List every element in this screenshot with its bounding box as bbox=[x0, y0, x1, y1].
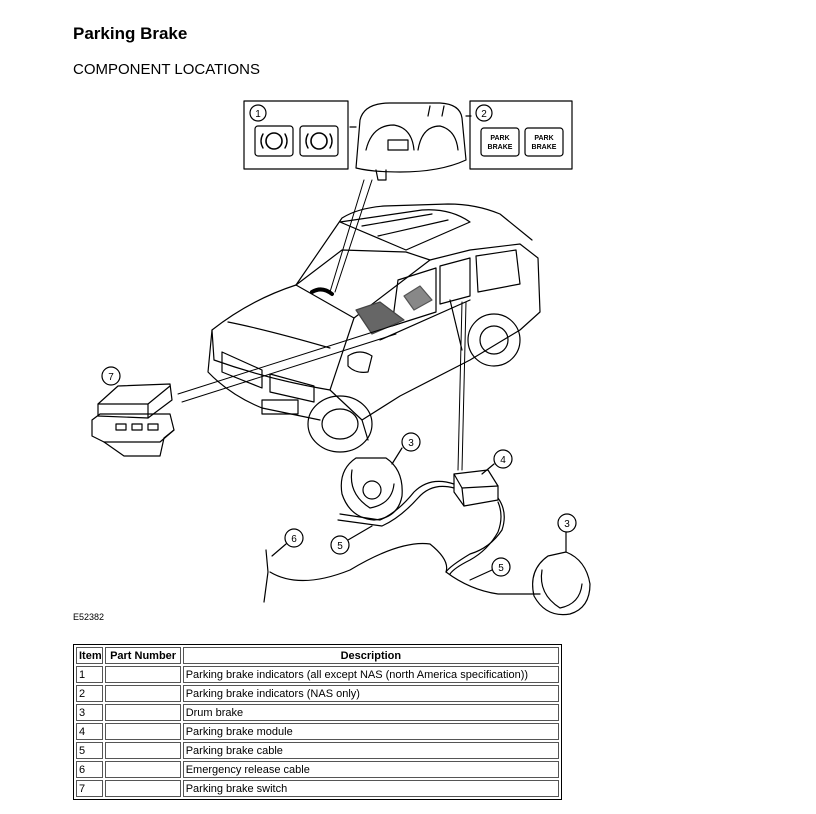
cell-description: Emergency release cable bbox=[182, 761, 559, 778]
drum-brake-right bbox=[532, 513, 591, 616]
cell-item: 5 bbox=[76, 742, 104, 759]
cell-part-number bbox=[105, 704, 181, 721]
callout-6: 6 bbox=[291, 534, 297, 545]
table-row: 3 Drum brake bbox=[76, 704, 559, 721]
cell-description: Parking brake indicators (all except NAS… bbox=[182, 666, 559, 683]
table-row: 7 Parking brake switch bbox=[76, 780, 559, 797]
park-brake-indicator-text-2: PARK bbox=[534, 135, 553, 142]
table-row: 6 Emergency release cable bbox=[76, 761, 559, 778]
callout-1: 1 bbox=[255, 109, 261, 120]
svg-text:BRAKE: BRAKE bbox=[488, 144, 513, 151]
table-header-row: Item Part Number Description bbox=[76, 647, 559, 664]
table-row: 4 Parking brake module bbox=[76, 723, 559, 740]
cell-item: 2 bbox=[76, 685, 104, 702]
cell-part-number bbox=[105, 742, 181, 759]
component-locations-diagram: 1 2 3 3 4 5 5 6 7 PARK BRAKE PARK BRAKE bbox=[91, 100, 591, 616]
vehicle-illustration bbox=[207, 203, 541, 453]
cell-description: Drum brake bbox=[182, 704, 559, 721]
callout-5-left: 5 bbox=[337, 541, 343, 552]
cell-item: 4 bbox=[76, 723, 104, 740]
instrument-cluster bbox=[349, 102, 472, 181]
cell-item: 3 bbox=[76, 704, 104, 721]
parking-brake-switch bbox=[91, 366, 175, 457]
callout-2: 2 bbox=[481, 109, 487, 120]
section-subtitle: COMPONENT LOCATIONS bbox=[73, 61, 260, 78]
column-header-item: Item bbox=[76, 647, 104, 664]
cell-part-number bbox=[105, 761, 181, 778]
cell-part-number bbox=[105, 780, 181, 797]
callout-7: 7 bbox=[108, 372, 114, 383]
cell-item: 1 bbox=[76, 666, 104, 683]
inset-indicators-non-nas bbox=[243, 100, 349, 170]
svg-text:BRAKE: BRAKE bbox=[532, 144, 557, 151]
callout-4: 4 bbox=[500, 455, 506, 466]
parking-brake-indicator-icon bbox=[260, 132, 288, 150]
callout-3-left: 3 bbox=[408, 438, 414, 449]
cell-item: 7 bbox=[76, 780, 104, 797]
cell-part-number bbox=[105, 723, 181, 740]
cell-part-number bbox=[105, 666, 181, 683]
callout-5-right: 5 bbox=[498, 563, 504, 574]
page-title: Parking Brake bbox=[73, 24, 188, 43]
parking-brake-module bbox=[453, 449, 513, 507]
inset-indicators-nas bbox=[469, 100, 573, 170]
callout-3-right: 3 bbox=[564, 519, 570, 530]
cell-part-number bbox=[105, 685, 181, 702]
cell-description: Parking brake indicators (NAS only) bbox=[182, 685, 559, 702]
emergency-release-cable bbox=[263, 528, 448, 603]
parking-brake-indicator-icon bbox=[305, 132, 333, 150]
column-header-part-number: Part Number bbox=[105, 647, 181, 664]
drum-brake-left bbox=[340, 432, 421, 521]
table-row: 2 Parking brake indicators (NAS only) bbox=[76, 685, 559, 702]
column-header-description: Description bbox=[182, 647, 559, 664]
cell-item: 6 bbox=[76, 761, 104, 778]
table-row: 5 Parking brake cable bbox=[76, 742, 559, 759]
park-brake-indicator-text-1: PARK bbox=[490, 135, 509, 142]
parking-brake-cables bbox=[330, 480, 541, 595]
cell-description: Parking brake switch bbox=[182, 780, 559, 797]
cell-description: Parking brake module bbox=[182, 723, 559, 740]
figure-code: E52382 bbox=[73, 612, 105, 622]
table-row: 1 Parking brake indicators (all except NA… bbox=[76, 666, 559, 683]
cell-description: Parking brake cable bbox=[182, 742, 559, 759]
